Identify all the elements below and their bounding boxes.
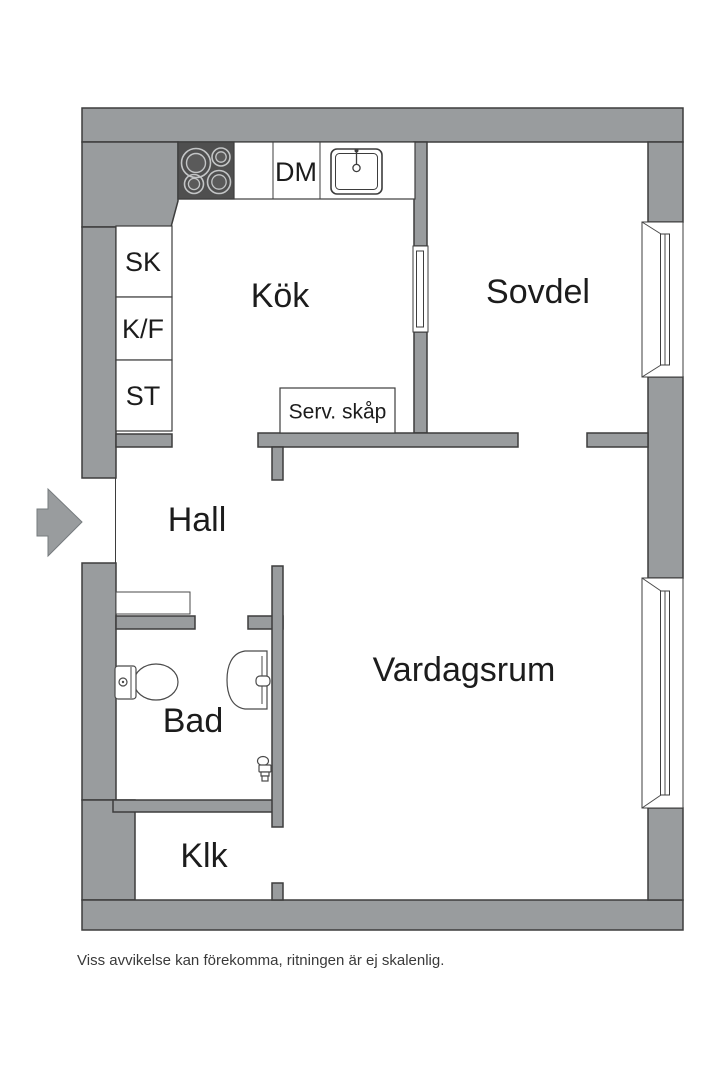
room-label-kok: Kök: [251, 277, 311, 315]
cabinet-sk: [115, 225, 173, 298]
wall-left-upper: [81, 226, 117, 479]
tall-cabinets: SK K/F ST: [115, 225, 173, 432]
wall-top: [81, 107, 684, 143]
wall-kok-sovdel-lower: [413, 331, 428, 434]
wall-klk-left: [81, 799, 136, 901]
hall-cabinet: [115, 591, 191, 615]
window-icon-kok-sovdel: [412, 245, 429, 333]
windows: [412, 221, 684, 809]
wall-kok-hall-divider: [257, 432, 519, 448]
wall-hall-stub: [271, 446, 284, 481]
wall-bottom: [81, 899, 684, 931]
wall-left-lower: [81, 562, 117, 801]
wall-sovdel-bottom: [586, 432, 649, 448]
wall-stub-below-cabinets: [115, 433, 173, 448]
window-icon-sovdel: [641, 221, 684, 378]
washbasin-icon: [226, 650, 271, 710]
walls: [81, 107, 684, 931]
wall-bad-vardagsrum: [271, 565, 284, 828]
appliance-label-serv-skap: Serv. skåp: [289, 401, 387, 424]
room-label-sovdel: Sovdel: [486, 273, 590, 311]
wall-right-middle: [647, 376, 684, 579]
cabinet-label-kf: K/F: [122, 314, 164, 344]
wall-bad-klk-divider: [112, 799, 274, 813]
cabinet-st: [115, 359, 173, 432]
room-label-klk: Klk: [180, 837, 228, 875]
window-icon-vardagsrum: [641, 577, 684, 809]
cabinet-label-sk: SK: [125, 247, 161, 277]
entrance-arrow-icon: [36, 487, 83, 558]
kitchen-sink-icon: [330, 148, 383, 195]
appliance-label-dm: DM: [275, 157, 317, 187]
cabinet-label-st: ST: [126, 381, 161, 411]
kitchen-counter: DM: [177, 141, 416, 200]
room-label-bad: Bad: [163, 702, 224, 740]
stove-icon: [177, 141, 235, 200]
room-label-vardagsrum: Vardagsrum: [373, 651, 556, 689]
wall-klk-stub: [271, 882, 284, 901]
bathroom-fixtures: [114, 650, 272, 782]
wall-kok-sovdel-upper: [413, 141, 428, 247]
shower-mixer-icon: [256, 755, 272, 782]
wall-right-top: [647, 141, 684, 223]
wall-hall-bad-left: [115, 615, 196, 630]
wall-corner-topleft: [81, 141, 179, 228]
wall-right-bottom: [647, 807, 684, 901]
disclaimer-text: Viss avvikelse kan förekomma, ritningen …: [77, 952, 445, 969]
serving-cabinet: Serv. skåp: [279, 387, 396, 434]
room-label-hall: Hall: [168, 501, 227, 539]
toilet-icon: [114, 663, 179, 701]
